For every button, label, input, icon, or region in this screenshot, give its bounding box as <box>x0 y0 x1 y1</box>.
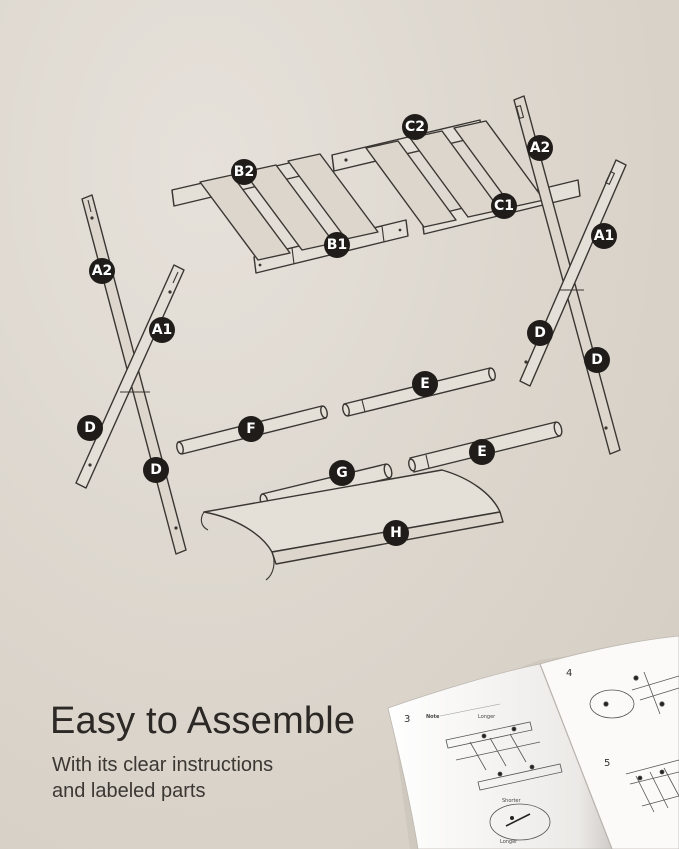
svg-text:E: E <box>477 444 487 460</box>
b-strap-3 <box>287 153 379 240</box>
booklet-diagram-step-3a <box>445 721 563 791</box>
booklet-left-page <box>387 663 613 849</box>
svg-text:D: D <box>534 325 546 341</box>
label-f: F <box>238 416 264 442</box>
svg-text:D: D <box>591 352 603 368</box>
page-heading: Easy to Assemble <box>50 700 356 742</box>
label-a1-left: A1 <box>149 317 175 343</box>
svg-text:E: E <box>420 376 430 392</box>
label-a2-right: A2 <box>527 135 553 161</box>
booklet-page-number-left: 3 <box>404 714 410 725</box>
booklet-page-number-right-bottom: 5 <box>604 758 610 769</box>
label-d-left-upper: D <box>77 415 103 441</box>
svg-text:B2: B2 <box>234 164 254 180</box>
label-d-left-lower: D <box>143 457 169 483</box>
svg-text:F: F <box>246 421 256 437</box>
c-strap-1 <box>365 140 457 228</box>
label-d-right-right: D <box>584 347 610 373</box>
svg-text:H: H <box>390 525 402 541</box>
label-e-upper: E <box>412 371 438 397</box>
svg-text:A2: A2 <box>530 140 551 156</box>
svg-text:B1: B1 <box>327 237 347 253</box>
booklet-diagram-step-4 <box>589 671 679 719</box>
subheading-line-1: With its clear instructions <box>52 754 274 776</box>
booklet-label-longer-top: Longer <box>478 714 496 720</box>
svg-text:C2: C2 <box>405 119 425 135</box>
label-d-right-left: D <box>527 320 553 346</box>
booklet-label-shorter: Shorter <box>502 798 521 804</box>
label-a2-left: A2 <box>89 258 115 284</box>
label-b1: B1 <box>324 232 350 258</box>
label-b2: B2 <box>231 159 257 185</box>
label-c1: C1 <box>491 193 517 219</box>
subheading-line-2: and labeled parts <box>52 780 206 802</box>
svg-text:A2: A2 <box>92 263 113 279</box>
booklet-right-page <box>539 635 679 849</box>
booklet-page-number-right-top: 4 <box>566 668 572 679</box>
booklet-note-heading: Note <box>426 714 440 720</box>
booklet-label-longer-bottom: Longer <box>500 839 518 845</box>
svg-text:D: D <box>84 420 96 436</box>
b-strap-1 <box>199 174 291 261</box>
label-g: G <box>329 460 355 486</box>
svg-text:A1: A1 <box>152 322 173 338</box>
label-h: H <box>383 520 409 546</box>
booklet-detail-circle <box>489 803 551 841</box>
label-a1-right: A1 <box>591 223 617 249</box>
svg-text:D: D <box>150 462 162 478</box>
svg-text:C1: C1 <box>494 198 514 214</box>
label-c2: C2 <box>402 114 428 140</box>
svg-text:G: G <box>336 465 348 481</box>
label-e-lower: E <box>469 439 495 465</box>
booklet-diagram-step-5 <box>625 759 679 813</box>
svg-text:A1: A1 <box>594 228 615 244</box>
